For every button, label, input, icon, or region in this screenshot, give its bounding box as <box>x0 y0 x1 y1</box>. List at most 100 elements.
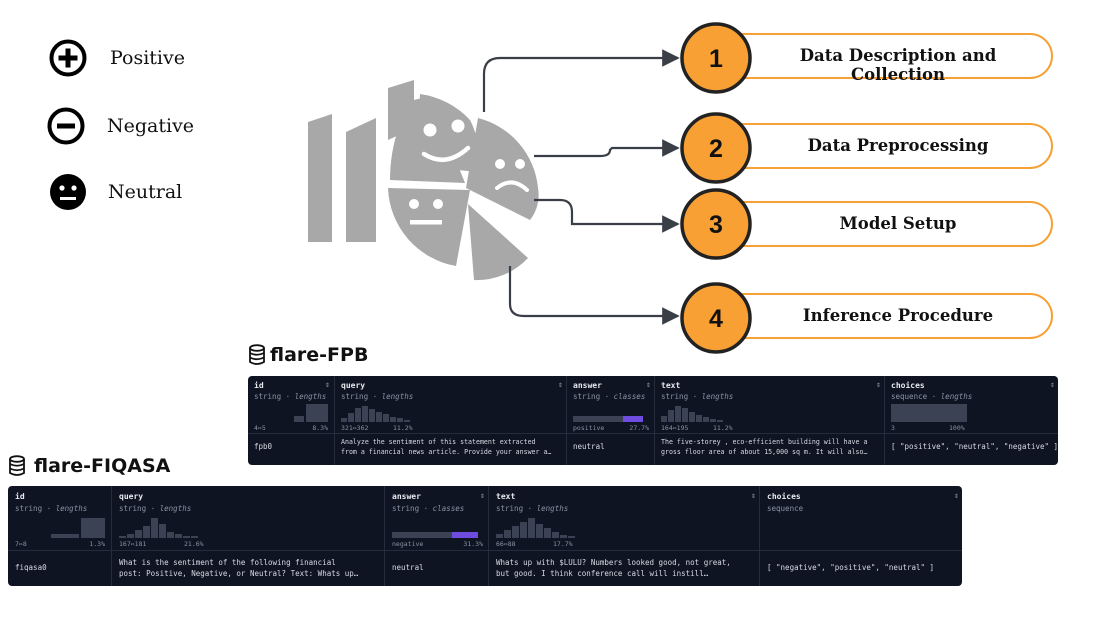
class-name: positive <box>573 424 605 432</box>
range-min: 7⇔8 <box>15 540 27 548</box>
column-text[interactable]: text ⇕ string · lengths 164⇔195 11.2% Th… <box>654 376 885 465</box>
sad-face-icon <box>495 159 529 192</box>
column-type: string · lengths <box>119 504 192 513</box>
minus-circle-icon <box>47 107 85 145</box>
histogram <box>51 518 105 538</box>
step-number-1: 1 <box>709 45 723 73</box>
cell-line[interactable]: Whats up with $LULU? Numbers looked good… <box>496 558 731 567</box>
class-bar <box>392 532 478 538</box>
class-pct: 27.7% <box>629 424 649 432</box>
column-text[interactable]: text ⇕ string · lengths 66⇔88 17.7% What… <box>488 486 760 586</box>
column-header: text <box>661 381 681 390</box>
column-choices[interactable]: choices ⇕ sequence [ "negative", "positi… <box>759 486 962 586</box>
sort-icon[interactable]: ⇕ <box>954 491 959 500</box>
column-header: answer <box>573 381 602 390</box>
step-number-4: 4 <box>709 305 723 333</box>
sort-icon[interactable]: ⇕ <box>325 380 330 389</box>
dataset-viewer-fpb: id ⇕ string · lengths 4⇔5 8.3% fpb0 quer… <box>248 376 1058 465</box>
row-separator <box>248 433 1058 434</box>
column-header: answer <box>392 492 421 501</box>
column-choices[interactable]: choices ⇕ sequence · lengths 3 100% [ "p… <box>884 376 1058 465</box>
step-label-1: Data Description and Collection <box>799 46 997 84</box>
column-type: string · classes <box>392 504 465 513</box>
range-pct: 1.3% <box>89 540 105 548</box>
step-circle-3 <box>680 188 752 260</box>
cell-line[interactable]: Analyze the sentiment of this statement … <box>341 438 536 446</box>
histogram <box>661 406 723 422</box>
class-bar <box>573 416 643 422</box>
neutral-face-small-icon <box>409 199 443 225</box>
connector-1 <box>482 49 680 112</box>
histogram <box>119 518 198 538</box>
sort-icon[interactable]: ⇕ <box>646 380 651 389</box>
column-answer[interactable]: answer ⇕ string · classes negative 31.3%… <box>384 486 489 586</box>
sort-icon[interactable]: ⇕ <box>480 491 485 500</box>
column-query[interactable]: query ⇕ string · lengths 321⇔362 11.2% A… <box>334 376 567 465</box>
column-type: string · lengths <box>341 392 414 401</box>
step-number-3: 3 <box>709 211 723 239</box>
cell-line[interactable]: The five-storey , eco-efficient building… <box>661 438 868 446</box>
row-separator <box>8 550 962 551</box>
sentiment-chart-icon <box>308 80 539 281</box>
range-pct: 11.2% <box>713 424 733 432</box>
sort-icon[interactable]: ⇕ <box>876 380 881 389</box>
column-header: query <box>119 492 144 501</box>
column-type: sequence <box>767 504 804 513</box>
dataset-viewer-fiqasa: id string · lengths 7⇔8 1.3% fiqasa0 que… <box>8 486 962 586</box>
range-pct: 11.2% <box>393 424 413 432</box>
column-id[interactable]: id string · lengths 7⇔8 1.3% fiqasa0 <box>8 486 111 586</box>
range-min: 164⇔195 <box>661 424 689 432</box>
dataset-title: flare-FPB <box>270 344 369 366</box>
cell[interactable]: [ "positive", "neutral", "negative" ] <box>891 442 1058 451</box>
column-header: choices <box>891 381 925 390</box>
database-icon <box>9 455 25 476</box>
cell-line[interactable]: What is the sentiment of the following f… <box>119 558 336 567</box>
sort-icon[interactable]: ⇕ <box>1050 380 1055 389</box>
connector-4 <box>508 266 680 325</box>
column-answer[interactable]: answer ⇕ string · classes positive 27.7%… <box>566 376 655 465</box>
step-circle-4 <box>680 282 752 354</box>
column-header: text <box>496 492 516 501</box>
plus-circle-icon <box>49 39 87 77</box>
column-type: string · classes <box>573 392 646 401</box>
column-header: id <box>15 492 25 501</box>
cell-line[interactable]: but good. I think conference call will i… <box>496 569 709 578</box>
dataset-title: flare-FIQASA <box>34 455 171 477</box>
column-type: string · lengths <box>661 392 734 401</box>
cell[interactable]: neutral <box>573 442 605 451</box>
dataset-title-fiqasa: flare-FIQASA <box>8 455 170 477</box>
step-label-2: Data Preprocessing <box>807 136 989 155</box>
range-pct: 100% <box>949 424 965 432</box>
column-header: id <box>254 381 264 390</box>
column-header: query <box>341 381 366 390</box>
step-label-4: Inference Procedure <box>802 306 994 325</box>
cell-line[interactable]: post: Positive, Negative, or Neutral? Te… <box>119 569 359 578</box>
range-min: 66⇔88 <box>496 540 516 548</box>
histogram <box>341 406 410 422</box>
class-name: negative <box>392 540 424 548</box>
sort-icon[interactable]: ⇕ <box>751 491 756 500</box>
column-type: string · lengths <box>496 504 569 513</box>
class-pct: 31.3% <box>463 540 483 548</box>
column-type: string · lengths <box>254 392 327 401</box>
legend-label: Positive <box>110 47 185 69</box>
connector-2 <box>534 139 680 158</box>
column-id[interactable]: id ⇕ string · lengths 4⇔5 8.3% fpb0 <box>248 376 334 465</box>
sort-icon[interactable]: ⇕ <box>558 380 563 389</box>
cell[interactable]: neutral <box>392 563 424 572</box>
neutral-face-icon <box>50 174 86 210</box>
cell[interactable]: [ "negative", "positive", "neutral" ] <box>767 563 935 572</box>
histogram <box>294 404 328 422</box>
cell-line[interactable]: gross floor area of about 15,000 sq m. I… <box>661 448 868 456</box>
step-number-2: 2 <box>709 135 723 163</box>
legend-negative: Negative <box>46 106 194 146</box>
cell-line[interactable]: from a financial news article. Provide y… <box>341 448 552 456</box>
database-icon <box>249 344 265 365</box>
step-label-3: Model Setup <box>839 214 957 233</box>
range-pct: 17.7% <box>553 540 573 548</box>
connector-3 <box>534 198 680 233</box>
cell[interactable]: fiqasa0 <box>15 563 47 572</box>
cell[interactable]: fpb0 <box>254 442 273 451</box>
column-query[interactable]: query string · lengths 167⇔181 21.6% Wha… <box>111 486 385 586</box>
